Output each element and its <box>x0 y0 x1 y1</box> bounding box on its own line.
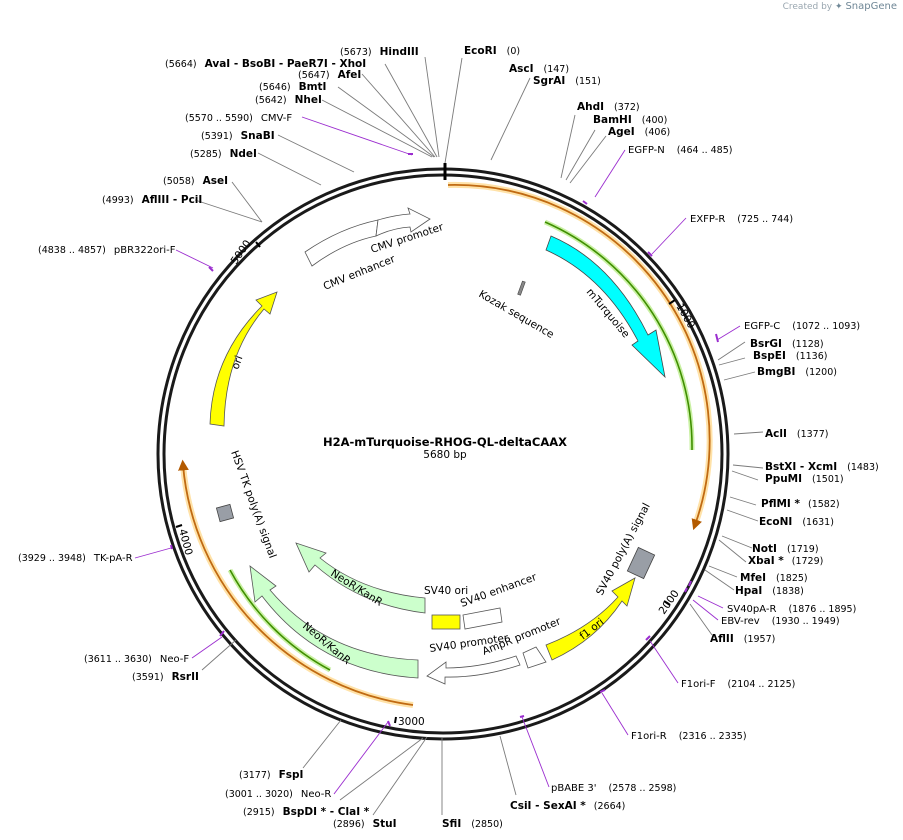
site-sfii: SfiI(2850) <box>442 818 503 830</box>
site-sgrai: SgrAI(151) <box>533 75 601 87</box>
site-stui: (2896)StuI <box>333 818 397 830</box>
primer-sv40pa-r: SV40pA-R(1876 .. 1895) <box>727 604 856 615</box>
features <box>209 207 666 685</box>
site-bstxi-xcmi: BstXI - XcmI(1483) <box>765 461 879 473</box>
site-hpai: HpaI(1838) <box>735 585 804 597</box>
feature-label-neor-kanr-2: NeoR/KanR <box>300 620 353 667</box>
site-ppumi: PpuMI(1501) <box>765 473 844 485</box>
f1-ori-arrow <box>545 577 636 661</box>
site-bsrgi: BsrGI(1128) <box>750 338 824 350</box>
site-bspdi-clai: (2915)BspDI * - ClaI * <box>243 806 370 818</box>
feature-label-cmv-enhancer: CMV enhancer <box>322 253 398 293</box>
site-ahdi: AhdI(372) <box>577 101 640 113</box>
site-csii-sexai: CsiI - SexAI *(2664) <box>510 800 625 812</box>
cmv-promoter-arrow <box>375 207 431 237</box>
primer-leaders <box>134 116 741 795</box>
tick-marks: 1000 2000 3000 4000 5000 <box>175 238 697 728</box>
site-noti: NotI(1719) <box>752 543 819 555</box>
site-nhei: (5642)NheI <box>255 94 322 106</box>
site-bspei: BspEI(1136) <box>753 350 827 362</box>
ampr-promoter-arrow <box>522 646 547 669</box>
feature-label-sv40-enhancer: SV40 enhancer <box>459 571 539 610</box>
site-aflii: AflII(1957) <box>710 633 775 645</box>
backbone <box>156 163 730 741</box>
plasmid-length: 5680 bp <box>423 449 467 461</box>
hsv-tk-polya-feature <box>215 503 235 523</box>
site-snabi: (5391)SnaBI <box>201 130 275 142</box>
site-asci: AscI(147) <box>509 63 569 75</box>
site-bmgbi: BmgBI(1200) <box>757 366 837 378</box>
primer-egfp-c: EGFP-C(1072 .. 1093) <box>744 321 860 332</box>
site-mfei: MfeI(1825) <box>740 572 808 584</box>
cmv-enhancer-arrow <box>304 219 379 267</box>
site-xbai: XbaI *(1729) <box>748 555 823 567</box>
primer-marks <box>170 153 719 727</box>
neor-kanr-arrow-2 <box>249 565 419 679</box>
primer-neo-f: (3611 .. 3630)Neo-F <box>84 654 189 665</box>
site-avai-group: (5664)AvaI - BsoBI - PaeR7I - XhoI <box>165 58 366 70</box>
sv40-ori-feature <box>431 614 461 630</box>
primer-tk-pa-r: (3929 .. 3948)TK-pA-R <box>18 553 133 564</box>
mturquoise-arrow <box>545 235 666 379</box>
neor-kanr-arrow-1 <box>295 542 426 614</box>
site-hindiii: (5673)HindIII <box>340 46 419 58</box>
ori-arrow <box>209 291 278 427</box>
sv40-enhancer-feature <box>462 607 503 630</box>
site-acli: AclI(1377) <box>765 428 828 440</box>
site-rsrii: (3591)RsrII <box>132 671 199 683</box>
orf-arcs <box>178 181 713 708</box>
plasmid-title: H2A-mTurquoise-RHOG-QL-deltaCAAX <box>323 435 567 449</box>
feature-label-sv40-polya: SV40 poly(A) signal <box>594 501 653 597</box>
feature-label-sv40-ori: SV40 ori <box>424 585 468 597</box>
kozak-feature <box>517 280 526 296</box>
site-agei: AgeI(406) <box>608 126 670 138</box>
site-ecori: EcoRI(0) <box>464 45 520 57</box>
brand-credit: Created by ✦ SnapGene <box>783 1 897 12</box>
primer-pbabe-3: pBABE 3'(2578 .. 2598) <box>551 783 676 794</box>
site-pflmi: PflMI *(1582) <box>761 498 840 510</box>
primer-f1ori-f: F1ori-F(2104 .. 2125) <box>681 679 795 690</box>
primer-labels: EGFP-N(464 .. 485) EXFP-R(725 .. 744) EG… <box>18 113 860 800</box>
feature-label-kozak: Kozak sequence <box>477 288 556 341</box>
sv40-polya-feature <box>626 546 656 580</box>
primer-cmv-f: (5570 .. 5590)CMV-F <box>185 113 292 124</box>
primer-f1ori-r: F1ori-R(2316 .. 2335) <box>631 731 747 742</box>
sv40-promoter-arrow <box>426 655 521 685</box>
feature-label-ori: ori <box>230 354 246 371</box>
site-bamhi: BamHI(400) <box>593 114 667 126</box>
primer-exfp-r: EXFP-R(725 .. 744) <box>690 214 793 225</box>
site-bmti: (5646)BmtI <box>259 81 326 93</box>
primer-ebv-rev: EBV-rev(1930 .. 1949) <box>721 616 840 627</box>
site-econi: EcoNI(1631) <box>759 516 834 528</box>
site-labels: EcoRI(0) AscI(147) SgrAI(151) AhdI(372) … <box>102 45 879 830</box>
site-afei: (5647)AfeI <box>298 69 361 81</box>
site-asei: (5058)AseI <box>163 175 228 187</box>
brand-name: SnapGene <box>845 1 897 12</box>
primer-egfp-n: EGFP-N(464 .. 485) <box>628 145 732 156</box>
primer-pbr322ori-f: (4838 .. 4857)pBR322ori-F <box>38 245 176 256</box>
tick-label-3000: 3000 <box>398 716 425 728</box>
site-fspi: (3177)FspI <box>239 769 303 781</box>
feature-label-hsv-tk-polya: HSV TK poly(A) signal <box>228 449 278 560</box>
brand-prefix: Created by <box>782 2 833 12</box>
site-leaders <box>194 56 764 816</box>
primer-neo-r: (3001 .. 3020)Neo-R <box>225 789 331 800</box>
site-afliii-pcii: (4993)AflIII - PciI <box>102 194 202 206</box>
snapgene-logo-icon: ✦ <box>835 2 843 12</box>
site-ndei: (5285)NdeI <box>190 148 257 160</box>
